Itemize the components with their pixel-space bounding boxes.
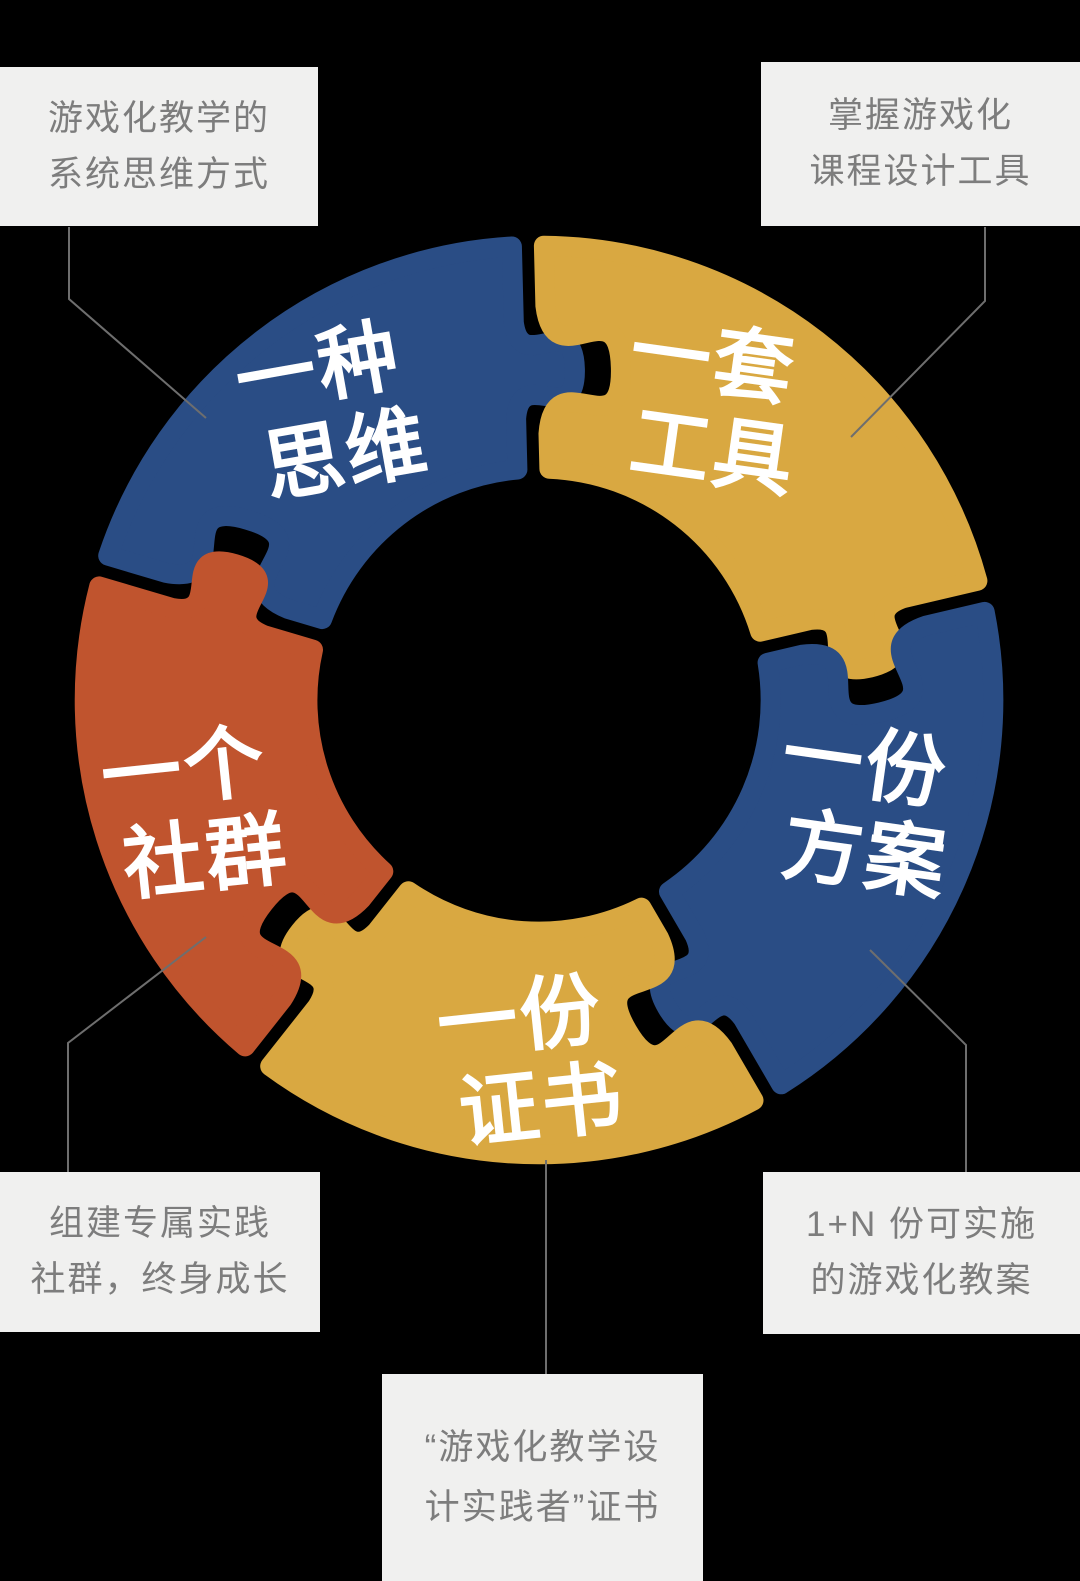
callout-plan-note: 1+N 份可实施 的游戏化教案 xyxy=(763,1172,1080,1334)
callout-text-line: 系统思维方式 xyxy=(47,154,270,194)
callout-certificate-note: “游戏化教学设 计实践者”证书 xyxy=(382,1374,703,1581)
callout-text-line: 的游戏化教案 xyxy=(810,1261,1033,1300)
puzzle-piece-tools xyxy=(533,235,988,680)
connector-line-community xyxy=(67,936,207,1173)
callout-text-line: 1+N 份可实施 xyxy=(806,1205,1037,1244)
callout-text-line: 游戏化教学的 xyxy=(47,98,270,138)
callout-text-line: “游戏化教学设 xyxy=(424,1427,661,1467)
callout-text-line: 组建专属实践 xyxy=(48,1204,271,1243)
callout-text-line: 社群，终身成长 xyxy=(30,1260,290,1299)
callout-text-line: 课程设计工具 xyxy=(809,152,1032,191)
connector-line-thinking xyxy=(68,227,207,419)
callout-tools-note: 掌握游戏化 课程设计工具 xyxy=(761,62,1080,226)
connector-line-tools xyxy=(850,227,986,438)
connector-line-plan xyxy=(869,949,967,1173)
callout-text-line: 计实践者”证书 xyxy=(424,1487,661,1527)
callout-thinking-note: 游戏化教学的 系统思维方式 xyxy=(0,67,318,226)
puzzle-label-certificate: 一份 证书 xyxy=(433,961,642,1159)
callout-community-note: 组建专属实践 社群，终身成长 xyxy=(0,1172,320,1332)
callout-text-line: 掌握游戏化 xyxy=(827,96,1013,135)
puzzle-piece-plan xyxy=(649,601,1004,1095)
puzzle-label-community: 一个 社群 xyxy=(97,713,306,911)
puzzle-piece-certificate xyxy=(260,881,764,1165)
puzzle-piece-thinking xyxy=(98,236,585,630)
puzzle-piece-community xyxy=(74,551,394,1057)
